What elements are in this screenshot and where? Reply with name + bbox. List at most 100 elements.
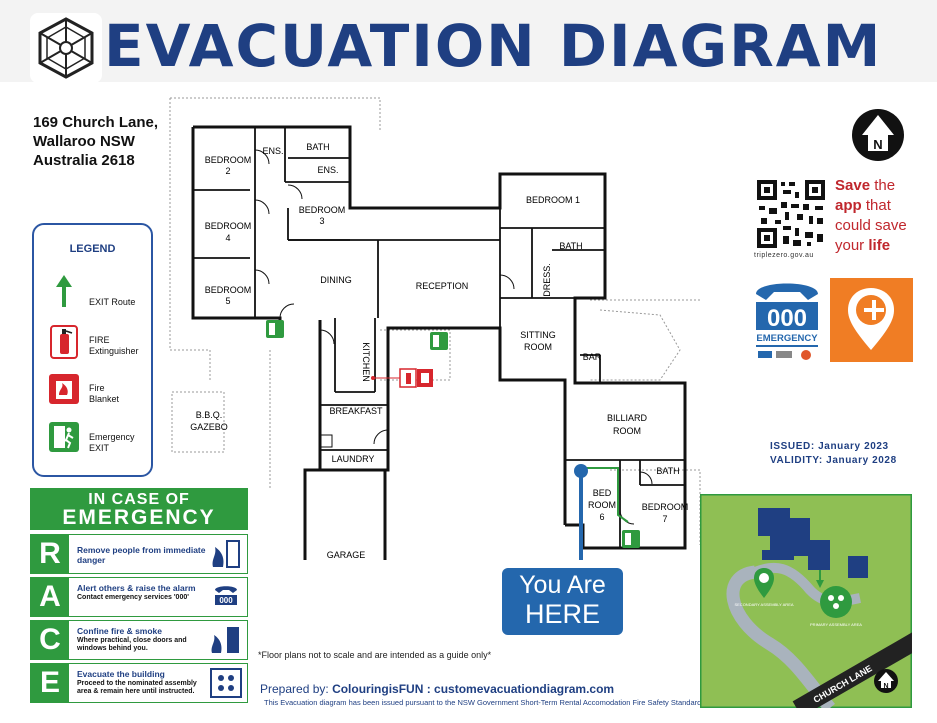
page-title: EVACUATION DIAGRAM <box>104 12 883 80</box>
race-header: IN CASE OF EMERGENCY <box>30 488 248 530</box>
emergency-exit-sign <box>266 320 284 338</box>
issue-info: ISSUED: January 2023 VALIDITY: January 2… <box>770 440 897 468</box>
assembly-point-icon <box>210 668 242 698</box>
emergency-number: 000 <box>767 305 807 332</box>
room-label: BREAKFAST <box>329 406 383 416</box>
svg-text:000: 000 <box>219 596 233 605</box>
site-map: SECONDARY ASSEMBLY AREA PRIMARY ASSEMBLY… <box>700 494 912 708</box>
assembly-label: SECONDARY ASSEMBLY AREA <box>734 602 793 607</box>
room-label: DINING <box>320 275 352 285</box>
assembly-area-primary: PRIMARY ASSEMBLY AREA <box>810 586 862 627</box>
sitemap-compass-icon: N <box>874 669 898 693</box>
race-step-detail: Contact emergency services '000' <box>77 594 189 601</box>
legend-title: LEGEND <box>69 243 116 255</box>
fire-blanket-icon <box>49 374 79 404</box>
room-label: GARAGE <box>327 550 366 560</box>
room-label: BEDROOM <box>642 502 689 512</box>
legend-panel: LEGEND EXIT Route FIRE Extinguisher Fire… <box>32 223 153 477</box>
room-label: ROOM <box>588 500 616 510</box>
race-step-heading: Remove people from immediate danger <box>77 545 206 565</box>
room-label: BEDROOM <box>299 205 346 215</box>
promo-word: the <box>870 177 896 194</box>
room-label: BAR <box>583 352 602 362</box>
race-step-detail: Proceed to the nominated assembly area &… <box>77 680 197 695</box>
qr-code-icon[interactable] <box>755 178 827 250</box>
legend-label-fire-extinguisher: FIRE Extinguisher <box>89 335 139 356</box>
race-header-line1: IN CASE OF <box>88 491 190 508</box>
promo-word: your <box>835 237 869 254</box>
emergency-exit-sign <box>430 332 448 350</box>
room-label: BATH <box>306 142 329 152</box>
room-label: ENS. <box>262 146 283 156</box>
promo-word: app <box>835 197 862 214</box>
room-label: ROOM <box>613 426 641 436</box>
room-label: 6 <box>599 512 604 522</box>
room-label: SITTING <box>520 330 556 340</box>
room-label: DRESS. <box>542 263 552 297</box>
exit-route-path <box>580 467 629 523</box>
promo-word: could save <box>835 217 907 234</box>
room-label: 2 <box>225 166 230 176</box>
north-compass-icon: N <box>852 109 904 161</box>
compass-letter: N <box>873 137 882 152</box>
hexagon-logo-icon <box>38 17 94 79</box>
room-label: 4 <box>225 233 230 243</box>
location-pin-icon <box>848 288 894 350</box>
company-logo <box>30 13 102 83</box>
race-letter: R <box>31 535 69 573</box>
fire-door-icon <box>212 540 240 568</box>
room-label: BEDROOM <box>205 285 252 295</box>
race-letter: E <box>31 664 69 702</box>
emergency-plus-app-icon[interactable] <box>830 278 913 362</box>
promo-word: Save <box>835 177 871 194</box>
room-label: ENS. <box>317 165 338 175</box>
race-step-confine: C Confine fire & smoke Where practical, … <box>30 620 248 660</box>
race-step-heading: Evacuate the building <box>77 669 165 679</box>
compass-letter: N <box>883 683 888 690</box>
race-step-heading: Confine fire & smoke <box>77 626 163 636</box>
outdoor-boundary <box>169 97 701 545</box>
emergency-exit-icon <box>49 422 79 452</box>
interior-walls <box>193 127 685 548</box>
race-letter: A <box>31 578 69 616</box>
scale-note: *Floor plans not to scale and are intend… <box>258 650 492 660</box>
race-step-remove: R Remove people from immediate danger <box>30 534 248 574</box>
validity-date: VALIDITY: January 2028 <box>770 455 897 466</box>
door-swings <box>254 149 653 525</box>
race-step-heading: Alert others & raise the alarm <box>77 583 196 593</box>
room-label: BED <box>593 488 612 498</box>
race-step-detail: Where practical, close doors and windows… <box>77 637 187 652</box>
prepared-label: Prepared by: <box>260 682 329 696</box>
legend-label-exit-route: EXIT Route <box>89 297 136 307</box>
property-address: 169 Church Lane, Wallaroo NSW Australia … <box>33 114 159 169</box>
room-label: BEDROOM <box>205 221 252 231</box>
app-url[interactable]: triplezero.gov.au <box>754 252 814 259</box>
room-label: BEDROOM 1 <box>526 195 580 205</box>
emergency-000-logo-icon: 000 EMERGENCY <box>756 283 818 360</box>
prepared-by: Prepared by: ColouringisFUN : customevac… <box>260 682 614 696</box>
app-promo-text: Save the app that could save your life <box>835 176 907 256</box>
you-are-here-label: You Are HERE <box>502 568 623 635</box>
room-label: BEDROOM <box>205 155 252 165</box>
emergency-label: EMERGENCY <box>756 333 818 344</box>
promo-word: life <box>868 237 891 254</box>
race-step-evacuate: E Evacuate the building Proceed to the n… <box>30 663 248 703</box>
issued-date: ISSUED: January 2023 <box>770 441 889 452</box>
standard-statement: This Evacuation diagram has been issued … <box>264 698 702 707</box>
legend-label-emergency-exit: Emergency EXIT <box>89 432 135 453</box>
race-emergency-panel: IN CASE OF EMERGENCY R Remove people fro… <box>30 488 248 710</box>
you-are-here-line2: HERE <box>524 599 600 629</box>
room-label: 7 <box>662 514 667 524</box>
room-label: 5 <box>225 296 230 306</box>
phone-000-icon: 000 <box>215 586 237 605</box>
laundry-fixture <box>319 434 333 448</box>
room-label: BATH <box>656 466 679 476</box>
you-are-here-dot <box>574 464 588 478</box>
close-door-icon <box>211 627 239 653</box>
race-header-line2: EMERGENCY <box>62 506 216 529</box>
room-label: BATH <box>559 241 582 251</box>
room-label: 3 <box>319 216 324 226</box>
room-label: B.B.Q. <box>196 410 223 420</box>
assembly-area-secondary: SECONDARY ASSEMBLY AREA <box>734 568 794 607</box>
fire-extinguisher-icon <box>50 325 78 359</box>
